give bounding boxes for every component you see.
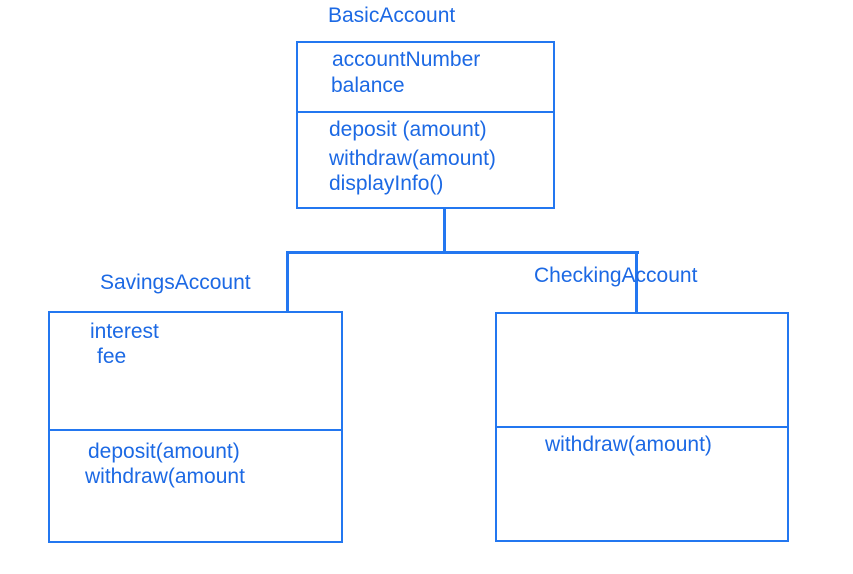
connector-horizontal-bar (286, 251, 639, 254)
connector-stem-basicaccount (443, 209, 446, 254)
class-title-basicaccount: BasicAccount (328, 4, 456, 27)
savingsaccount-attributes-compartment (50, 313, 341, 431)
basicaccount-method-deposit: deposit (amount) (329, 118, 487, 141)
savingsaccount-attribute-interest: interest (90, 320, 159, 343)
basicaccount-method-displayinfo: displayInfo() (329, 172, 444, 195)
class-box-checkingaccount (495, 312, 789, 542)
checkingaccount-method-withdraw: withdraw(amount) (545, 433, 712, 456)
savingsaccount-method-deposit: deposit(amount) (88, 440, 240, 463)
class-box-savingsaccount (48, 311, 343, 543)
class-title-checkingaccount: CheckingAccount (534, 264, 698, 287)
connector-drop-checkingaccount (635, 251, 638, 312)
savingsaccount-method-withdraw: withdraw(amount (85, 465, 245, 488)
basicaccount-method-withdraw: withdraw(amount) (329, 147, 496, 170)
basicaccount-attribute-accountnumber: accountNumber (332, 48, 481, 71)
connector-drop-savingsaccount (286, 251, 289, 311)
checkingaccount-attributes-compartment (497, 314, 787, 428)
basicaccount-attributes-compartment (298, 43, 553, 113)
class-box-basicaccount (296, 41, 555, 209)
class-title-savingsaccount: SavingsAccount (100, 271, 251, 294)
savingsaccount-attribute-fee: fee (97, 345, 127, 368)
basicaccount-attribute-balance: balance (331, 74, 405, 97)
